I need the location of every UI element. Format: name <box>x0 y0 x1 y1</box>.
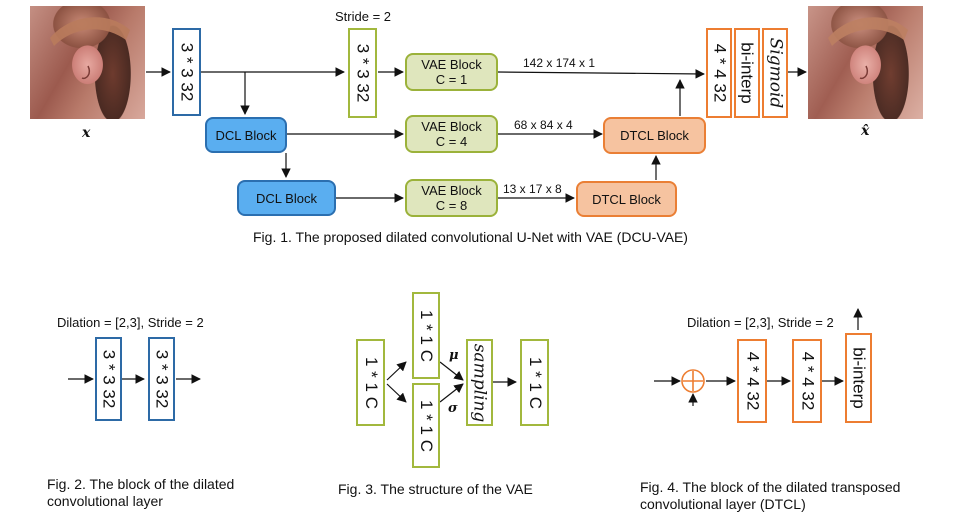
vae-block-2-channels: C = 4 <box>435 134 468 149</box>
fig3-mu-box-label: 1 * 1 C <box>417 309 437 362</box>
input-symbol: x <box>82 125 91 141</box>
fig3-sampling-label: sampling <box>469 343 490 422</box>
fig3-arrow-split-down <box>386 383 407 403</box>
dtcl-block-2: DTCL Block <box>576 181 677 217</box>
fig3-sampling-box: sampling <box>466 339 493 426</box>
fig2-conv-box-1-label: 3 * 3 32 <box>99 349 119 409</box>
vae-block-1-channels: C = 1 <box>435 72 468 87</box>
fig2-conv-box-2: 3 * 3 32 <box>148 337 175 421</box>
fig2-conv-box-1: 3 * 3 32 <box>95 337 122 421</box>
fig4-deconv-box-1-label: 4 * 4 32 <box>743 351 763 411</box>
fig3-arrow-split-up <box>386 361 407 381</box>
stride-conv-box: 3 * 3 32 <box>348 28 377 118</box>
fig4-deconv-box-2: 4 * 4 32 <box>792 339 822 423</box>
sigma-symbol: σ <box>448 401 458 416</box>
input-conv-label: 3 * 3 32 <box>177 42 197 102</box>
dtcl-block-2-label: DTCL Block <box>592 191 661 207</box>
fig4-interp-box-label: bi-interp <box>849 347 869 409</box>
fig3-output-box: 1 * 1 C <box>520 339 549 426</box>
fig2-caption: Fig. 2. The block of the dilated convolu… <box>47 476 234 510</box>
fig3-input-box-label: 1 * 1 C <box>361 356 381 409</box>
fig2-conv-box-2-label: 3 * 3 32 <box>152 349 172 409</box>
add-icon <box>681 369 705 393</box>
vae-block-3-title: VAE Block <box>421 183 482 198</box>
fig4-caption: Fig. 4. The block of the dilated transpo… <box>640 479 900 513</box>
dcl-block-1: DCL Block <box>205 117 287 153</box>
fig4-caption-line1: Fig. 4. The block of the dilated transpo… <box>640 479 901 495</box>
vae-block-3: VAE Block C = 8 <box>405 179 498 217</box>
vae-block-1: VAE Block C = 1 <box>405 53 498 91</box>
fig3-output-box-label: 1 * 1 C <box>525 356 545 409</box>
stride-label: Stride = 2 <box>335 9 392 24</box>
fig4-deconv-box-2-label: 4 * 4 32 <box>798 351 818 411</box>
fig3-sigma-box: 1 * 1 C <box>412 383 440 468</box>
fig3-arrow-sigma <box>439 383 464 403</box>
fig1-caption: Fig. 1. The proposed dilated convolution… <box>253 229 688 245</box>
stride-conv-label: 3 * 3 32 <box>353 43 373 103</box>
fig3-caption: Fig. 3. The structure of the VAE <box>338 481 533 497</box>
arrow-vae1-to-out <box>497 69 705 79</box>
input-image <box>30 6 145 119</box>
dcl-block-1-label: DCL Block <box>215 127 277 143</box>
dim-label-3: 13 x 17 x 8 <box>503 182 562 196</box>
dtcl-block-1: DTCL Block <box>603 117 706 154</box>
vae-block-1-title: VAE Block <box>421 57 482 72</box>
output-interp-box: bi-interp <box>734 28 760 118</box>
fig3-arrow-mu <box>439 361 464 381</box>
fig3-input-box: 1 * 1 C <box>356 339 385 426</box>
fig4-header: Dilation = [2,3], Stride = 2 <box>687 315 834 330</box>
output-sigmoid-label: Sigmoid <box>765 37 786 109</box>
vae-block-2-title: VAE Block <box>421 119 482 134</box>
output-interp-label: bi-interp <box>738 42 758 104</box>
fig3-mu-box: 1 * 1 C <box>412 292 440 379</box>
dtcl-block-1-label: DTCL Block <box>620 128 689 143</box>
input-conv-box: 3 * 3 32 <box>172 28 201 116</box>
output-conv-box: 4 * 4 32 <box>706 28 732 118</box>
dcl-block-2: DCL Block <box>237 180 336 216</box>
fig4-deconv-box-1: 4 * 4 32 <box>737 339 767 423</box>
output-image <box>808 6 923 119</box>
mu-symbol: μ <box>449 348 459 363</box>
output-symbol: x̂ <box>861 123 870 139</box>
fig4-caption-line2: convolutional layer (DTCL) <box>640 496 806 512</box>
dim-label-1: 142 x 174 x 1 <box>523 56 596 70</box>
output-sigmoid-box: Sigmoid <box>762 28 788 118</box>
fig2-header: Dilation = [2,3], Stride = 2 <box>57 315 204 330</box>
vae-block-3-channels: C = 8 <box>435 198 468 213</box>
fig3-sigma-box-label: 1 * 1 C <box>417 399 437 452</box>
fig4-interp-box: bi-interp <box>845 333 872 423</box>
dcl-block-2-label: DCL Block <box>256 190 317 206</box>
output-conv-label: 4 * 4 32 <box>710 43 730 103</box>
fig2-caption-line2: convolutional layer <box>47 493 163 509</box>
vae-block-2: VAE Block C = 4 <box>405 115 498 153</box>
dim-label-2: 68 x 84 x 4 <box>514 118 573 132</box>
fig2-caption-line1: Fig. 2. The block of the dilated <box>47 476 235 492</box>
